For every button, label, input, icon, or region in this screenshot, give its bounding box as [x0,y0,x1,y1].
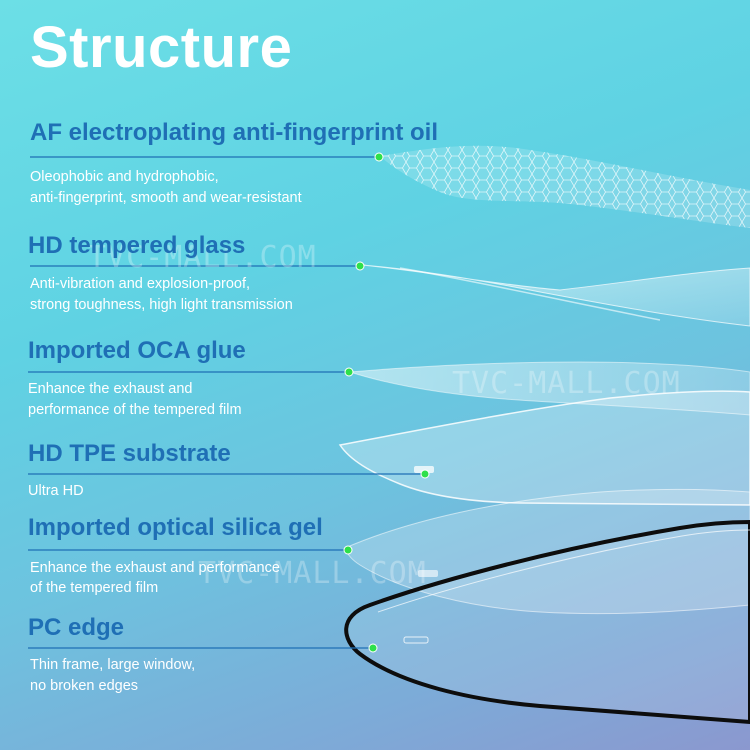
page-title: Structure [30,15,293,80]
layer-desc-tempered-glass-line2: strong toughness, high light transmissio… [30,297,293,313]
layer-desc-pc-edge-line2: no broken edges [30,678,139,694]
layer-heading-oca-glue: Imported OCA glue [28,337,246,364]
layer-desc-silica-gel-line2: of the tempered film [30,580,159,596]
layer-heading-af-oil: AF electroplating anti-fingerprint oil [30,119,438,146]
layer-heading-pc-edge: PC edge [28,614,125,641]
layer-desc-oca-glue-line2: performance of the tempered film [28,402,242,418]
layer-heading-tempered-glass: HD tempered glass [28,232,246,259]
oca-glue-layer [349,361,750,416]
layer-heading-silica-gel: Imported optical silica gel [28,514,323,541]
layer-desc-silica-gel-line1: Enhance the exhaust and performance [30,560,280,576]
leader-lines [28,152,430,653]
af-oil-layer [380,145,750,228]
layer-desc-tpe-substrate-line1: Ultra HD [28,483,84,499]
watermark-text: TVC-MALL.COM [88,240,317,275]
tempered-glass-layer [361,264,750,327]
layer-desc-af-oil-line1: Oleophobic and hydrophobic, [30,169,219,185]
watermark-text: TVC-MALL.COM [198,556,427,591]
layer-desc-pc-edge-line1: Thin frame, large window, [30,657,196,673]
tpe-substrate-layer [338,390,750,506]
layer-desc-af-oil-line2: anti-fingerprint, smooth and wear-resist… [30,190,302,206]
pc-edge-layer [344,519,750,725]
layer-desc-oca-glue-line1: Enhance the exhaust and [28,381,193,397]
layer-desc-tempered-glass-line1: Anti-vibration and explosion-proof, [30,276,251,292]
watermark-text: TVC-MALL.COM [452,366,681,401]
layer-heading-tpe-substrate: HD TPE substrate [28,440,231,467]
